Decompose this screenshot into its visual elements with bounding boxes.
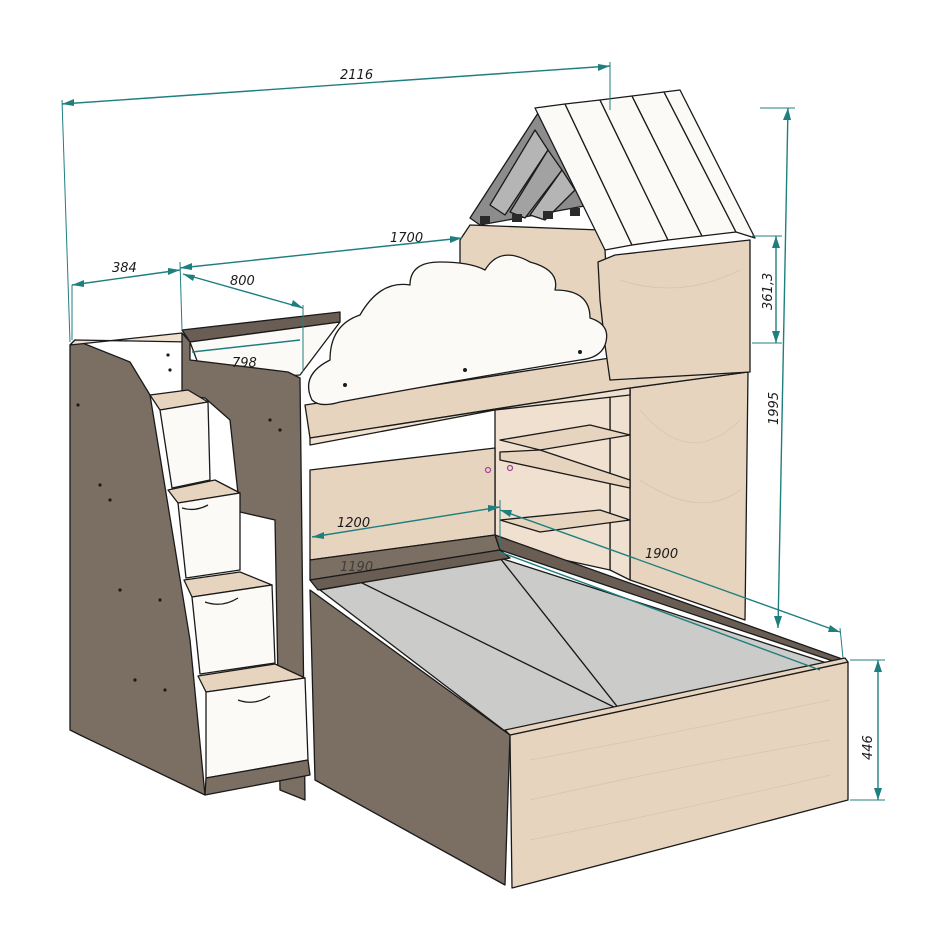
dim-stair-width: 384 xyxy=(71,261,183,340)
stair-steps xyxy=(149,389,311,796)
dim-lower-width: 1200 1190 xyxy=(311,500,501,575)
shelf-bottom xyxy=(499,509,631,533)
lower-bed-near-rail-top xyxy=(309,549,511,591)
cloud-guard-panel xyxy=(307,254,608,406)
dim-lower-height-label: 446 xyxy=(861,735,876,760)
roof-slat-5 xyxy=(663,89,756,239)
drawer-handle-4 xyxy=(237,695,271,703)
upper-bed-underside xyxy=(309,387,631,446)
roof-inner-stripes xyxy=(489,129,576,221)
drawer-handle-3 xyxy=(204,597,239,605)
dim-lower-height: 446 xyxy=(850,659,885,801)
marker-dots xyxy=(484,464,514,474)
dim-upper-length: 1700 xyxy=(179,231,463,270)
drawer-handle-2 xyxy=(181,504,209,511)
lower-bed-slat-divider xyxy=(359,581,621,711)
roof-brackets xyxy=(480,208,580,224)
dim-overall-width: 2116 xyxy=(61,62,611,343)
footboard-grain xyxy=(529,699,831,841)
stair-side-top xyxy=(69,332,191,346)
stair-step-1-drawer xyxy=(159,401,211,489)
dim-roof-height-label: 361,3 xyxy=(761,273,776,310)
dim-lower-width-label: 1200 xyxy=(337,516,370,531)
dim-lower-width-hidden-label: 1190 xyxy=(340,560,373,575)
lower-bed-near-rail xyxy=(309,589,511,886)
cloud-holes xyxy=(343,350,582,387)
dim-upper-inner-label: 798 xyxy=(232,356,257,371)
stair-base xyxy=(204,759,311,796)
dim-upper-depth: 800 xyxy=(182,273,304,372)
dim-overall-height: 1995 xyxy=(760,107,795,629)
dim-upper-depth-label: 800 xyxy=(230,274,255,289)
dim-lower-length-label: 1900 xyxy=(645,547,678,562)
house-side-wall xyxy=(597,239,751,381)
lower-bed-footboard-top xyxy=(504,657,849,736)
stair-step-2-drawer xyxy=(177,492,241,579)
dim-upper-inner: 798 xyxy=(191,339,301,371)
stair-side-holes xyxy=(76,353,282,692)
dim-roof-height: 361,3 xyxy=(752,235,782,344)
stair-inner-panel xyxy=(181,332,306,801)
stair-side-panel xyxy=(69,339,206,796)
dim-lower-length: 1900 xyxy=(499,509,844,671)
dim-upper-length-label: 1700 xyxy=(390,231,423,246)
stair-step-3-drawer xyxy=(191,584,276,675)
dim-overall-height-label: 1995 xyxy=(767,392,782,425)
roof-slats xyxy=(534,89,756,251)
shelf-middle xyxy=(499,449,631,489)
shelf-top xyxy=(499,424,631,451)
dim-overall-width-label: 2116 xyxy=(340,68,373,83)
dim-stair-width-label: 384 xyxy=(112,261,137,276)
wardrobe-grain xyxy=(619,269,741,504)
